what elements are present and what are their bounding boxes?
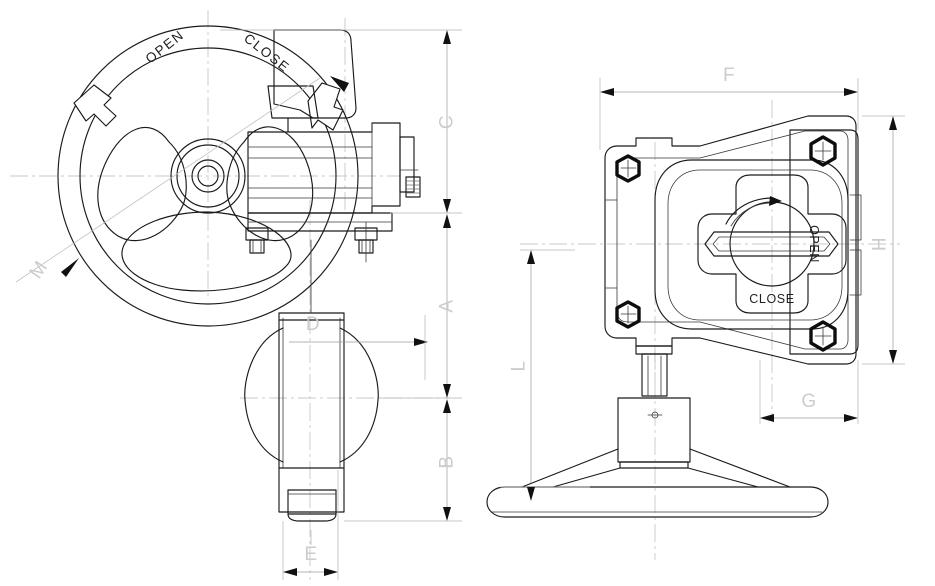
valve-body-left-view: [244, 239, 379, 522]
valve-stem-and-base: [486, 345, 829, 518]
handwheel-close-label: CLOSE: [241, 31, 293, 76]
dimension-L-label: L: [509, 360, 530, 371]
flange-bolt-top-right: [809, 135, 837, 167]
dimension-group-right: F H G L: [500, 65, 905, 501]
worm-gearbox-body: [247, 29, 421, 232]
open-rotation-arrow-icon: [73, 84, 117, 127]
dimension-G: G: [760, 391, 858, 422]
dimension-C-label: C: [437, 115, 458, 129]
dimension-D-label: D: [306, 314, 320, 335]
dimension-M: M: [15, 77, 321, 283]
dimension-F-label: F: [723, 65, 735, 86]
dimension-H-label: H: [870, 237, 891, 251]
flange-bolt-bottom-left: [615, 300, 641, 329]
flange-bolt-top-left: [615, 154, 641, 183]
dimension-D: D: [289, 314, 428, 380]
declutch-pointer-arrow-icon: [330, 76, 349, 92]
dimension-A-label: A: [437, 299, 458, 312]
dimension-G-label: G: [801, 391, 816, 412]
dimension-A: A: [437, 214, 458, 398]
mounting-bolt-left: [245, 227, 269, 254]
mounting-bolt-right: [354, 221, 378, 263]
indicator-close-text: CLOSE: [749, 292, 794, 306]
dimension-E: E: [283, 544, 338, 576]
indicator-open-text: OPEN: [807, 225, 821, 263]
left-view-centerlines: [10, 10, 450, 580]
dimension-F: F: [600, 65, 858, 96]
dimension-H: H: [870, 116, 897, 364]
dimension-E-label: E: [304, 544, 317, 565]
dimension-L: L: [509, 250, 535, 501]
dimension-C: C: [437, 30, 458, 213]
dimension-B-label: B: [437, 455, 458, 468]
dimension-B: B: [437, 399, 458, 521]
flange-bolt-bottom-right: [809, 320, 837, 352]
handwheel-close-text: CLOSE: [241, 31, 293, 76]
position-indicator: OPEN CLOSE: [697, 174, 847, 314]
dimension-M-label: M: [26, 257, 53, 282]
right-view-centerlines: [520, 100, 900, 560]
